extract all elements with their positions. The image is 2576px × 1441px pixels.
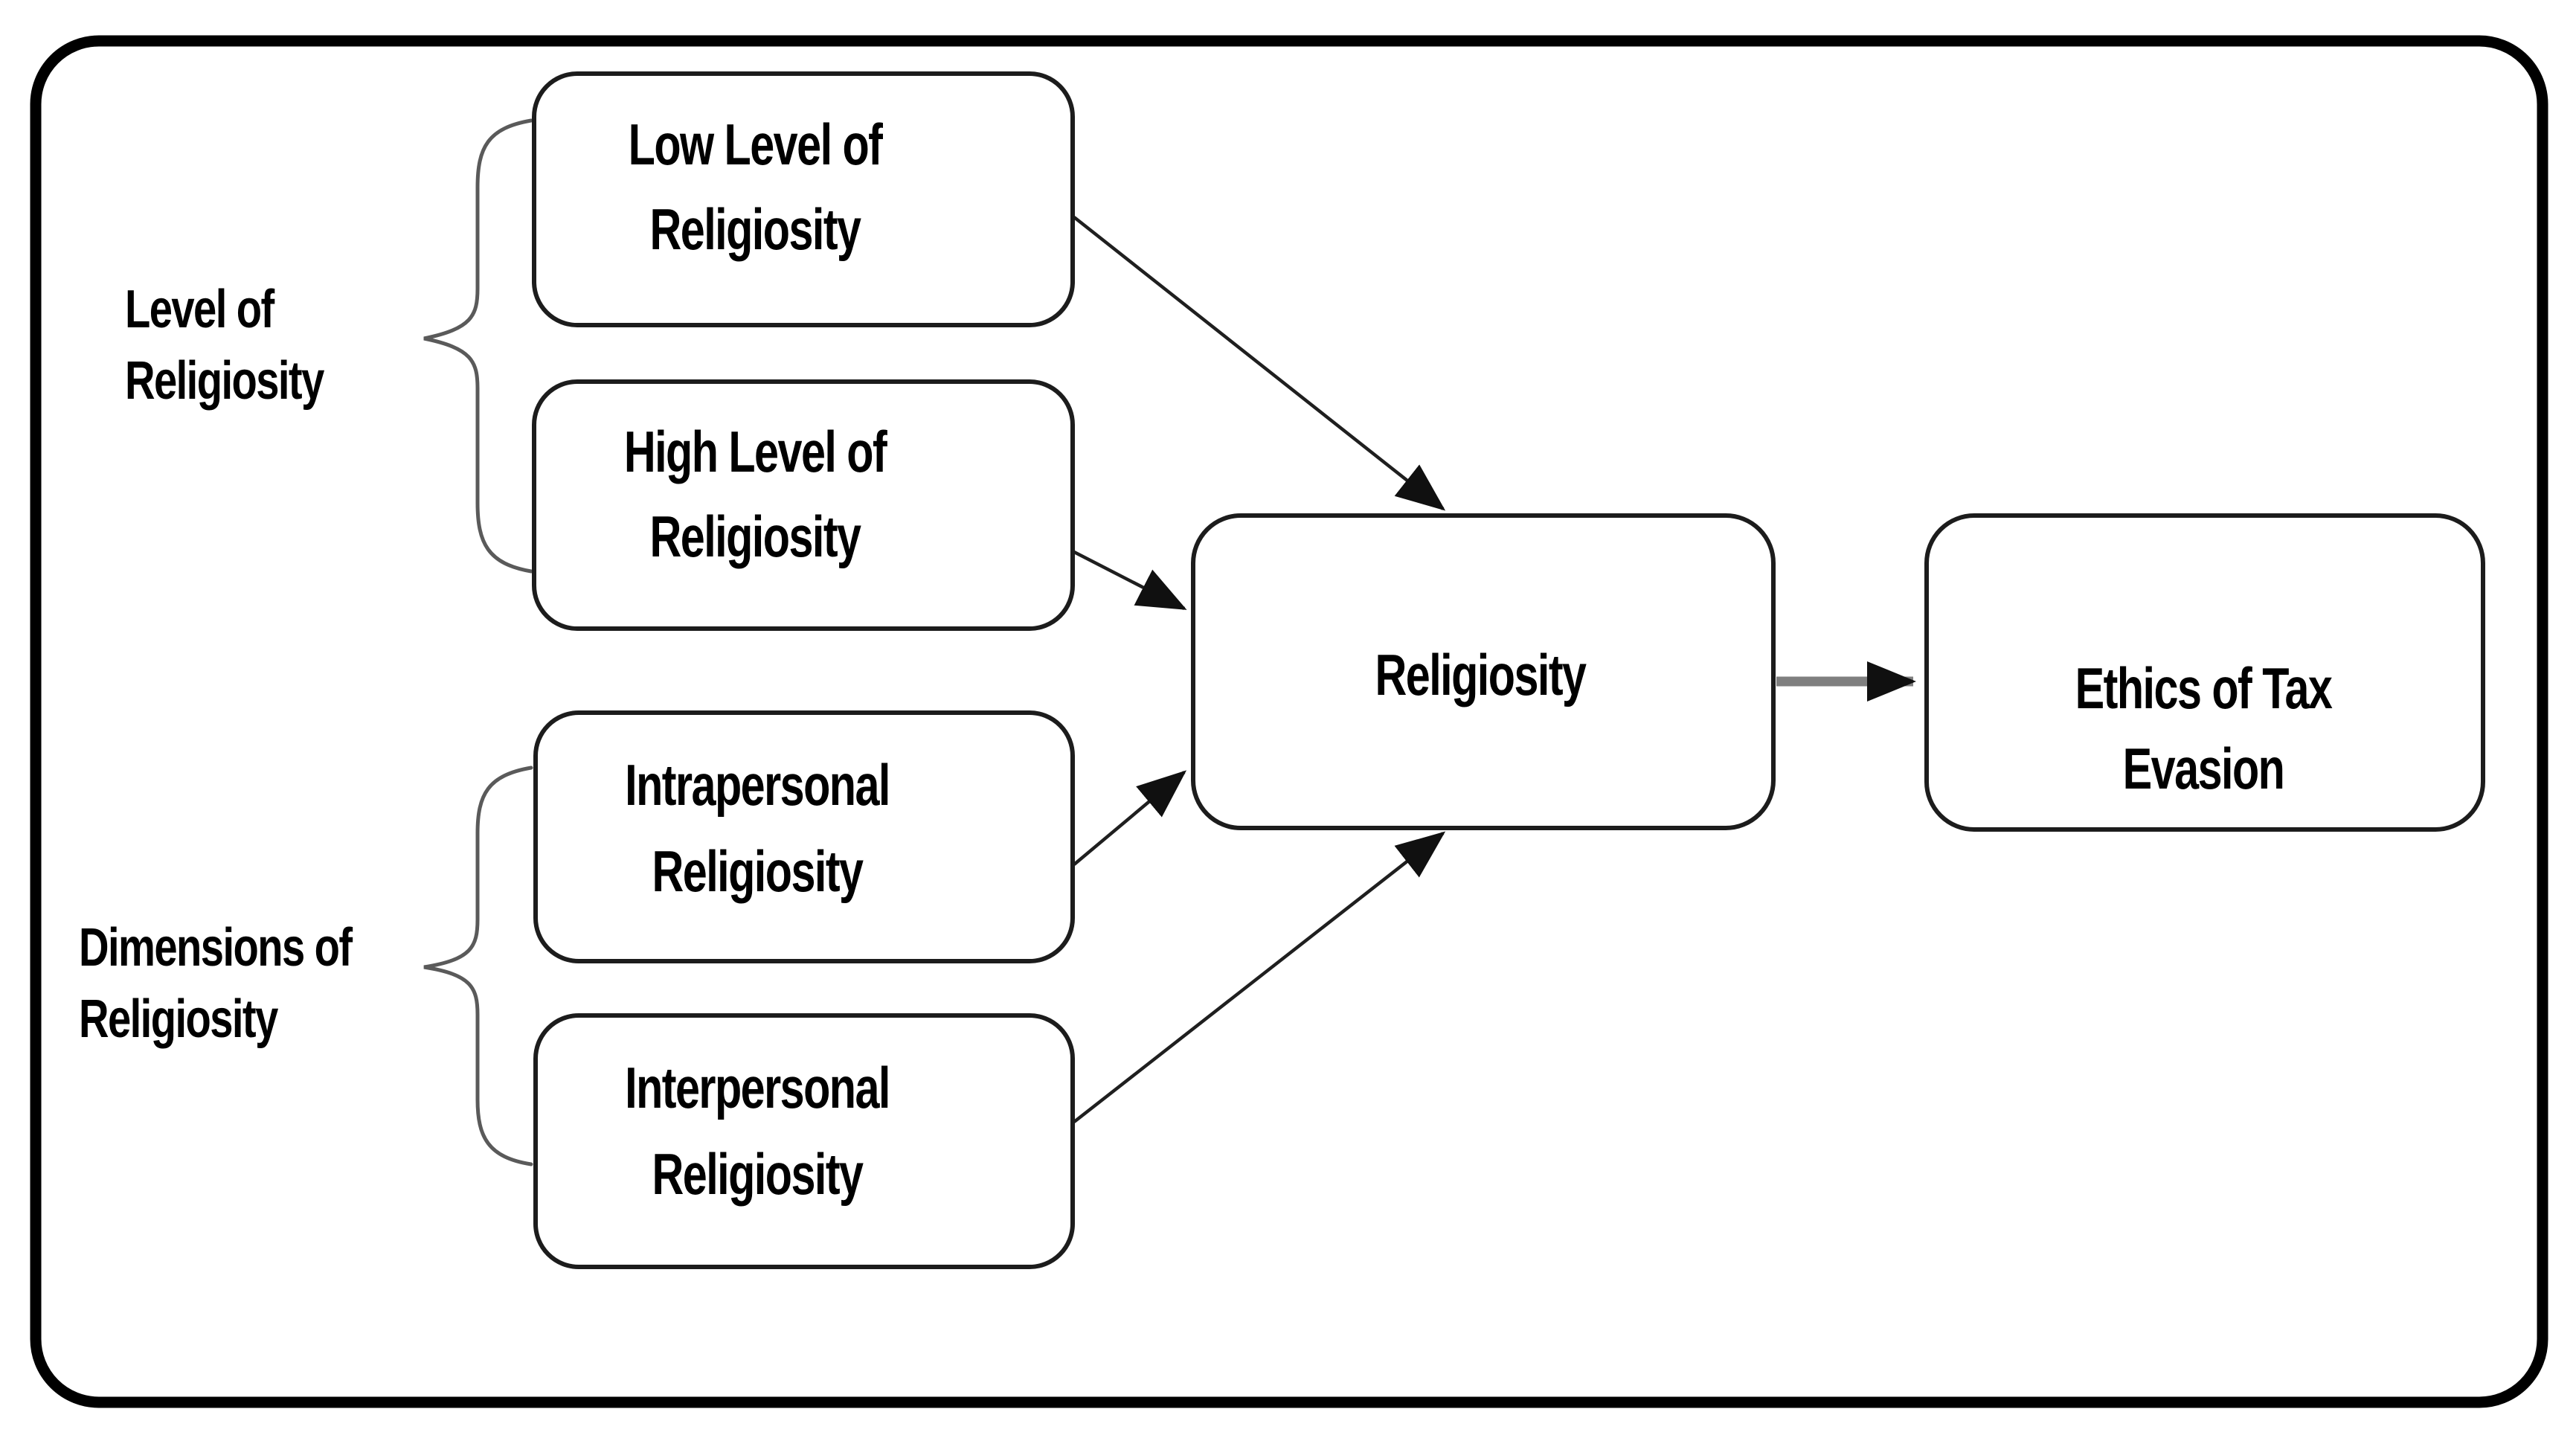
- edge-intrapersonal-to-religiosity: [1073, 770, 1187, 866]
- edge-interpersonal-to-religiosity: [1073, 831, 1446, 1123]
- node-religiosity: Religiosity: [1191, 513, 1776, 830]
- node-box-high-level: [532, 379, 1075, 631]
- node-high-level-line1: High Level of: [624, 419, 888, 484]
- node-box-intrapersonal: [533, 710, 1075, 963]
- node-high-level-line2: Religiosity: [649, 504, 861, 569]
- group-label-level-line1: Level of: [125, 279, 275, 338]
- node-low-level-line1: Low Level of: [629, 112, 884, 177]
- node-intrapersonal-line2: Religiosity: [652, 838, 864, 904]
- node-religiosity-line1: Religiosity: [1375, 642, 1587, 707]
- node-intrapersonal-line1: Intrapersonal: [625, 752, 890, 818]
- group-label-level-line2: Religiosity: [125, 350, 324, 410]
- node-low-level-line2: Religiosity: [649, 196, 861, 262]
- brace-level-of-religiosity: [423, 118, 533, 574]
- node-ethics-line1: Ethics of Tax: [2075, 655, 2334, 721]
- group-label-dimensions-line1: Dimensions of: [79, 917, 353, 977]
- group-label-dimensions-l2: Religiosity: [79, 989, 280, 1048]
- group-label-dimensions: Dimensions of: [79, 917, 354, 977]
- node-interpersonal-line1: Interpersonal: [625, 1055, 890, 1120]
- node-high-level: High Level of Religiosity: [532, 379, 1075, 631]
- edge-low-level-to-religiosity: [1073, 216, 1446, 511]
- group-label-level-l2: Religiosity: [125, 350, 326, 410]
- edge-high-level-to-religiosity: [1073, 550, 1187, 611]
- node-box-low-level: [532, 71, 1075, 327]
- node-box-interpersonal: [533, 1013, 1075, 1269]
- node-box-religiosity: [1191, 513, 1776, 830]
- group-label-dimensions-line2: Religiosity: [79, 989, 278, 1048]
- node-low-level: Low Level of Religiosity: [532, 71, 1075, 327]
- node-interpersonal-line2: Religiosity: [652, 1141, 864, 1207]
- node-box-ethics-of-tax-evasion: [1924, 513, 2485, 832]
- node-intrapersonal: Intrapersonal Religiosity: [533, 710, 1075, 963]
- node-ethics-line2: Evasion: [2123, 736, 2284, 801]
- outer-border: [30, 35, 2548, 1408]
- node-ethics-of-tax-evasion: Ethics of Tax Evasion: [1924, 513, 2485, 832]
- brace-dimensions-of-religiosity: [423, 766, 533, 1166]
- node-interpersonal: Interpersonal Religiosity: [533, 1013, 1075, 1269]
- group-label-level: Level of: [125, 279, 276, 338]
